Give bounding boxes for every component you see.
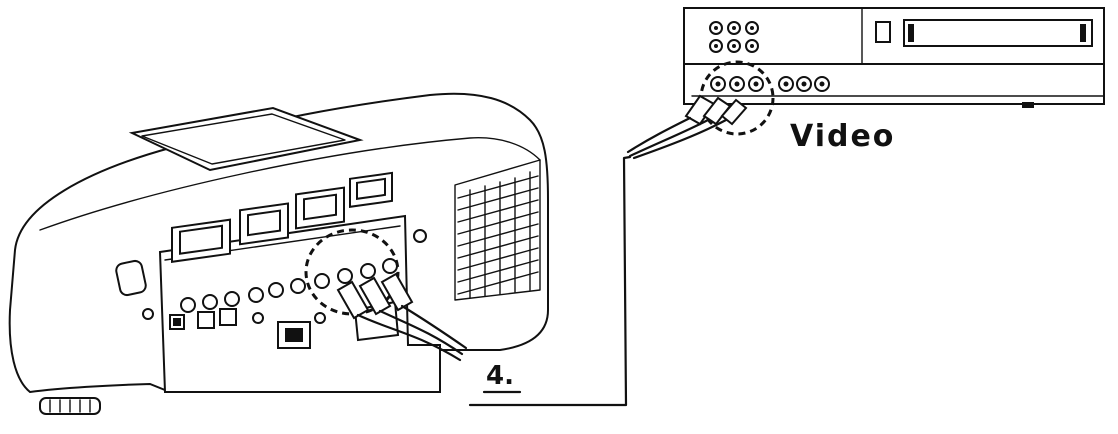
video-device-label: Video	[790, 119, 895, 154]
projector-cable-plugs	[336, 272, 468, 362]
vcr-front-panel	[683, 63, 1105, 105]
vcr-output-jacks	[710, 76, 830, 92]
vcr-foot	[1022, 102, 1034, 108]
projector-foot	[39, 397, 101, 415]
step-number-label: 4.	[486, 361, 514, 391]
projector-side-latch	[115, 259, 147, 297]
projector-vent-grille	[454, 159, 541, 301]
projector-side-button	[413, 229, 427, 243]
projector-input-highlight	[304, 228, 400, 316]
vcr-top-jacks	[709, 21, 759, 53]
connecting-cable	[468, 155, 632, 407]
projector-connector-panel	[158, 171, 441, 393]
vcr-button	[875, 21, 891, 43]
video-device	[626, 7, 1105, 160]
vcr-cable-plugs	[626, 94, 748, 160]
vcr-cassette-slot	[903, 19, 1093, 47]
projector	[8, 92, 549, 415]
